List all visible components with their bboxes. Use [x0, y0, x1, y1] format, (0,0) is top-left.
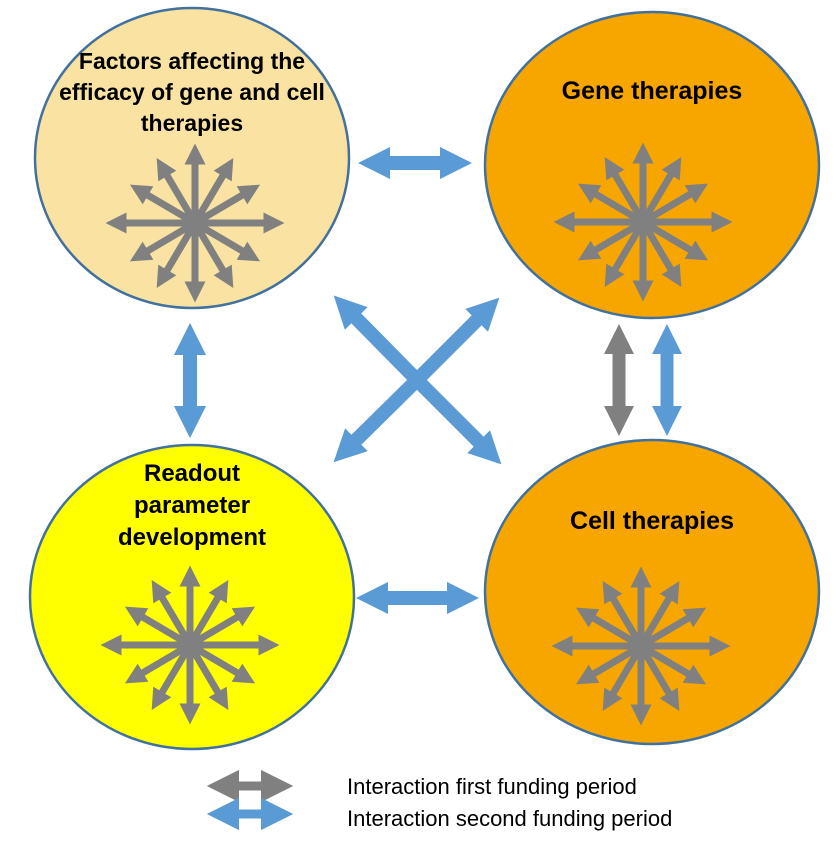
node-cell-circle: [483, 438, 821, 746]
node-gene-circle: [483, 10, 821, 320]
arrow-readout-gene: [333, 297, 500, 463]
node-gene-label: Gene therapies: [561, 77, 743, 105]
legend-first-period-label: Interaction first funding period: [347, 774, 637, 799]
arrow-factors-cell: [333, 295, 502, 465]
legend-second-period-label: Interaction second funding period: [347, 806, 673, 831]
node-factors-label: Factors affecting the efficacy of gene a…: [59, 48, 325, 136]
node-cell-label: Cell therapies: [570, 507, 734, 535]
node-readout-label: Readout parameter development: [117, 460, 267, 551]
